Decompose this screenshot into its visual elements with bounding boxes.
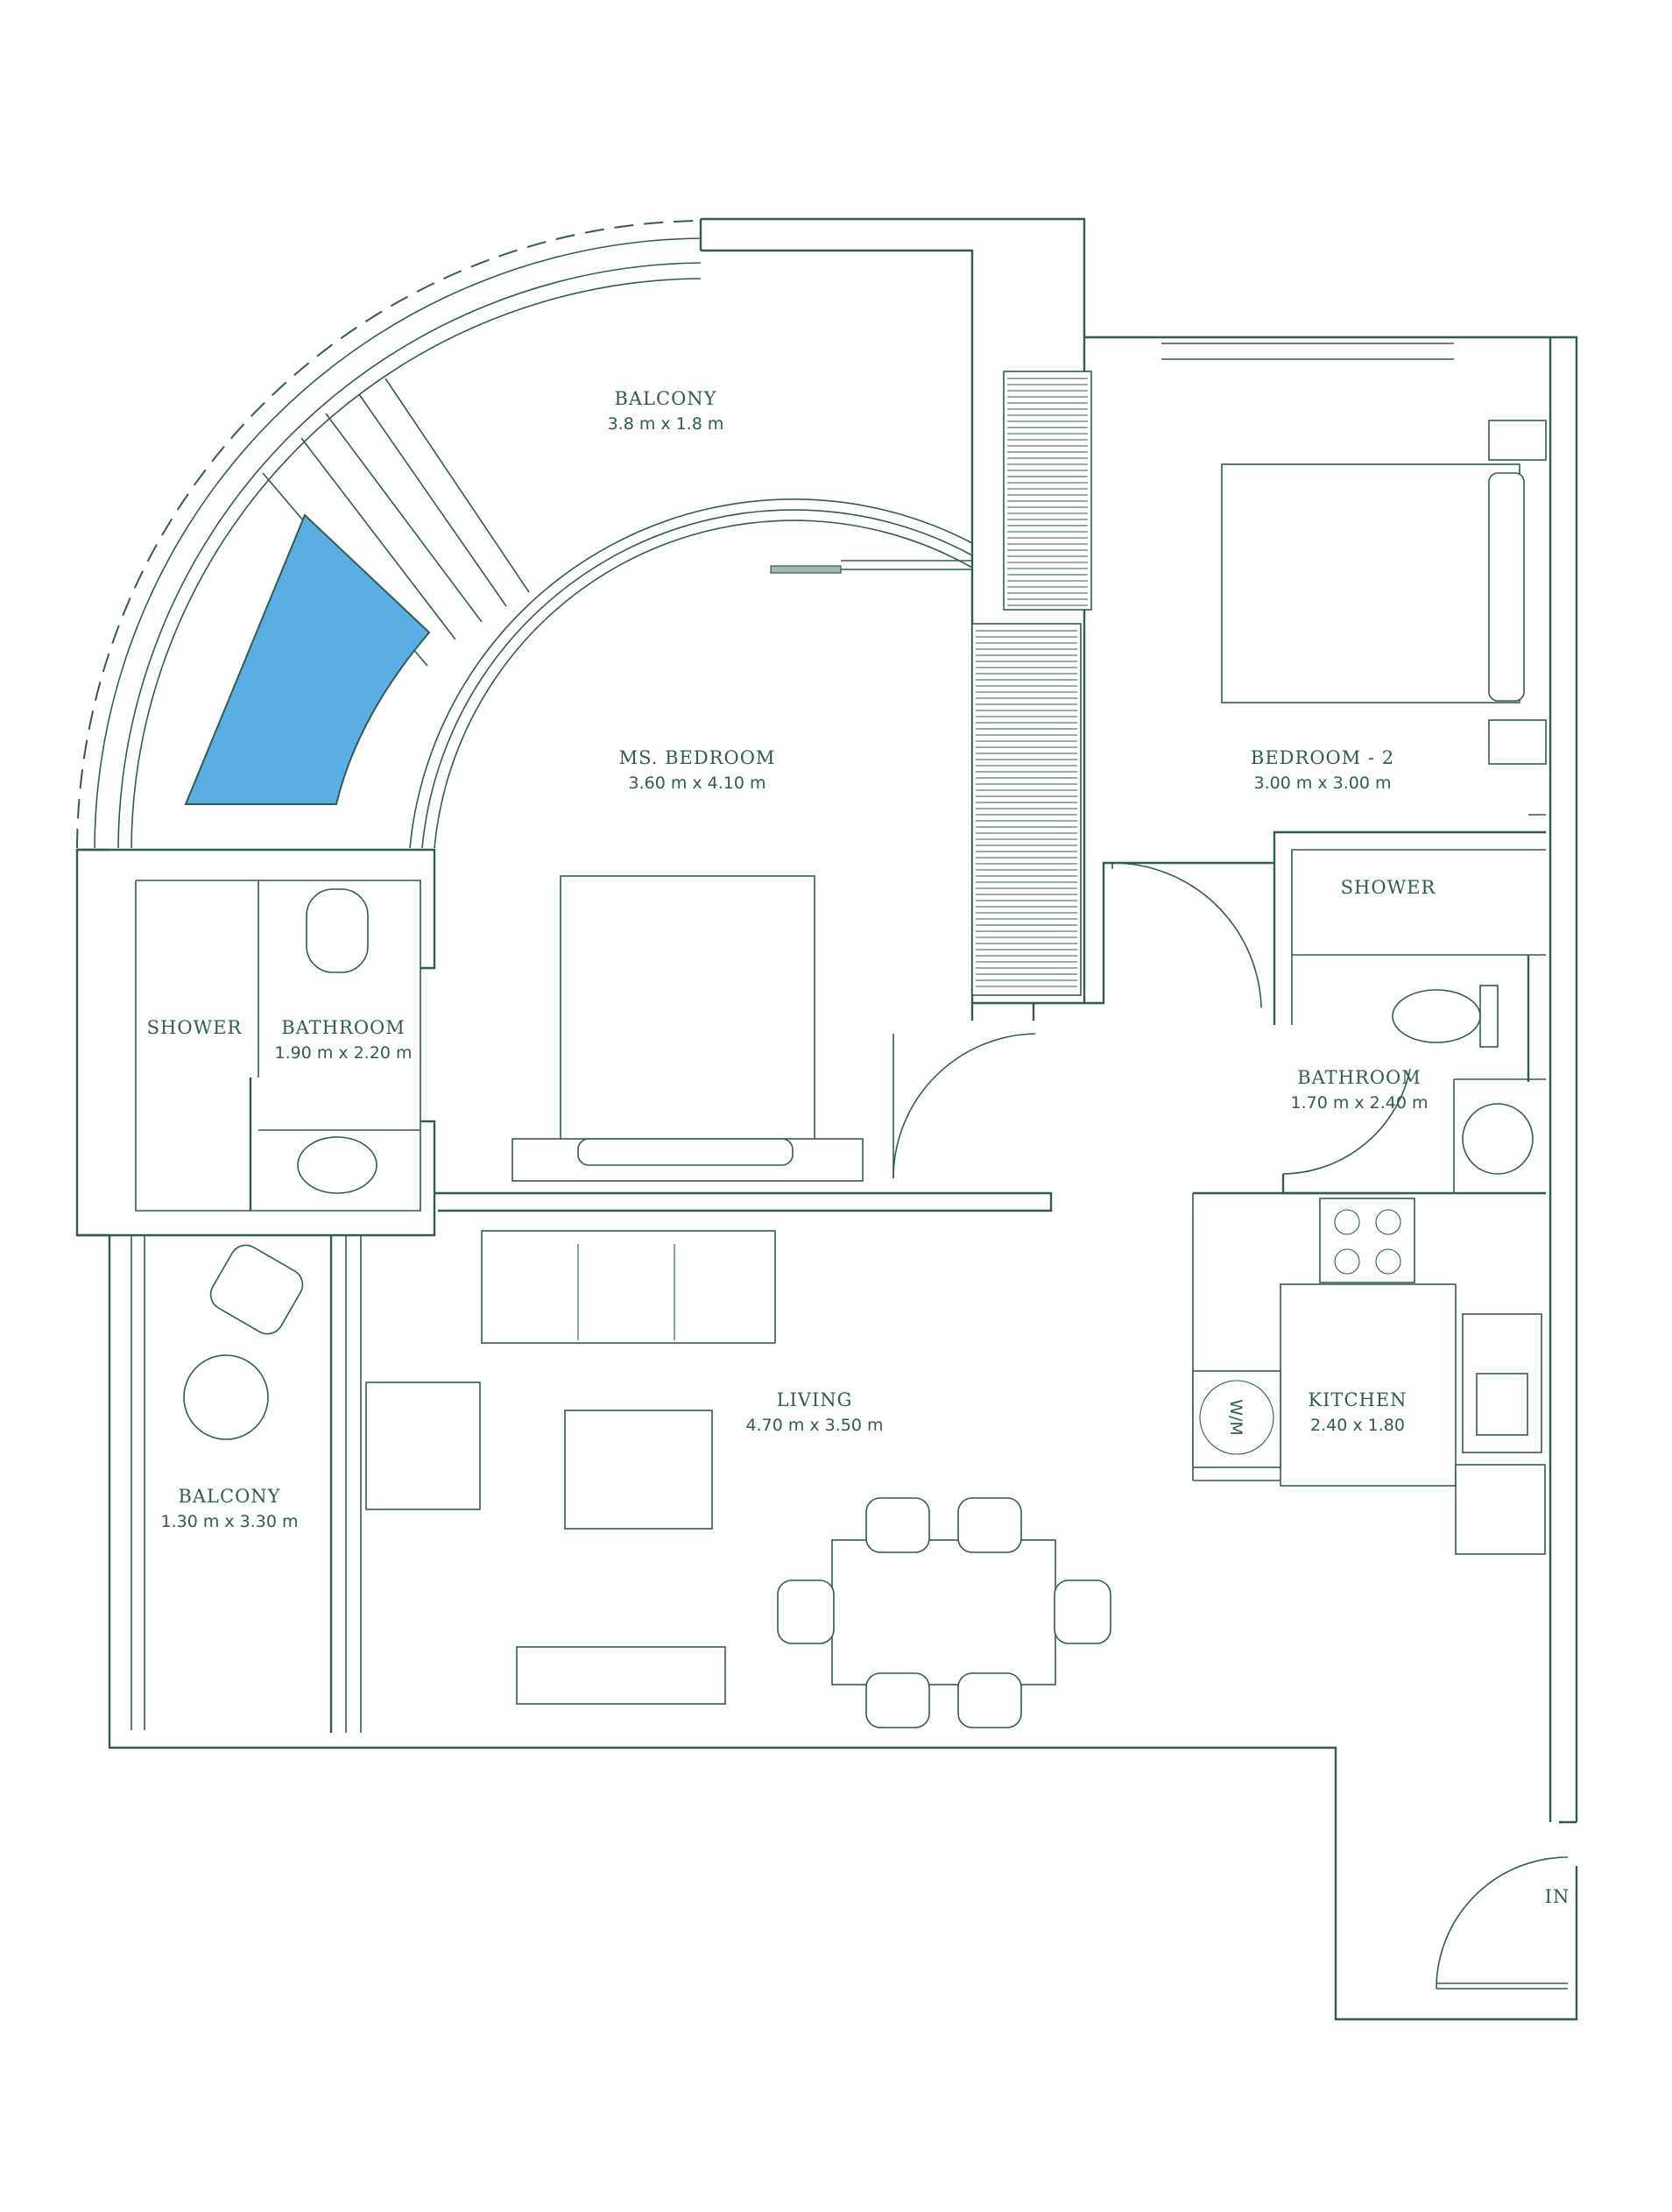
- armchair: [365, 1382, 481, 1510]
- balcony-top-dims: 3.8 m x 1.8 m: [608, 414, 724, 434]
- dining-chair: [865, 1497, 930, 1553]
- sink-right: [1462, 1103, 1534, 1175]
- dining-chair: [865, 1672, 930, 1728]
- balcony-left-dims: 1.30 m x 3.30 m: [160, 1512, 298, 1531]
- master-bed: [560, 875, 815, 1179]
- burner: [1375, 1209, 1401, 1235]
- balcony-chair: [209, 1244, 304, 1335]
- bedroom-2-bed: [1221, 463, 1520, 703]
- dining-chair: [777, 1579, 835, 1644]
- kitchen-dims: 2.40 x 1.80: [1310, 1416, 1405, 1435]
- living-dims: 4.70 m x 3.50 m: [745, 1416, 883, 1435]
- balcony-left-name: BALCONY: [178, 1486, 280, 1507]
- stove: [1319, 1198, 1415, 1283]
- kitchen-name: KITCHEN: [1308, 1389, 1407, 1410]
- wardrobes: [971, 371, 1092, 996]
- dining-chair: [1054, 1579, 1111, 1644]
- shower-left-name: SHOWER: [147, 1017, 243, 1038]
- sink-left: [297, 1136, 377, 1194]
- coffee-table: [564, 1410, 713, 1530]
- bathroom-left-name: BATHROOM: [281, 1017, 406, 1038]
- entrance-label: IN: [1545, 1886, 1570, 1907]
- balcony-top-name: BALCONY: [614, 388, 716, 409]
- bedroom-2-dims: 3.00 m x 3.00 m: [1253, 774, 1391, 793]
- doors: [420, 862, 1569, 1989]
- tv-unit: [516, 1646, 726, 1705]
- room-labels: BALCONY 3.8 m x 1.8 m MS. BEDROOM 3.60 m…: [147, 388, 1570, 1907]
- balcony-table: [183, 1354, 269, 1440]
- dining-chair: [957, 1497, 1022, 1553]
- living-name: LIVING: [777, 1389, 853, 1410]
- toilet-right: [1392, 989, 1481, 1043]
- burner: [1375, 1248, 1401, 1275]
- bathroom-left-dims: 1.90 m x 2.20 m: [274, 1043, 412, 1063]
- bathroom-right-name: BATHROOM: [1297, 1067, 1422, 1088]
- sofa: [481, 1230, 776, 1344]
- fridge: [1455, 1464, 1546, 1555]
- dining-chair: [957, 1672, 1022, 1728]
- bedroom-2-name: BEDROOM - 2: [1251, 747, 1394, 768]
- washing-machine-label: W/M: [1226, 1399, 1245, 1436]
- dining-table: [831, 1539, 1056, 1686]
- curved-balcony: [76, 220, 974, 849]
- furniture: [183, 420, 1547, 1728]
- bathroom-right-dims: 1.70 m x 2.40 m: [1290, 1093, 1428, 1113]
- master-bedroom-dims: 3.60 m x 4.10 m: [628, 774, 765, 793]
- pool: [184, 513, 431, 805]
- burner: [1334, 1209, 1360, 1235]
- shower-right-name: SHOWER: [1341, 877, 1436, 898]
- toilet-left: [306, 888, 369, 973]
- washing-machine: [1192, 1370, 1281, 1468]
- burner: [1334, 1248, 1360, 1275]
- master-bedroom-name: MS. BEDROOM: [619, 747, 776, 768]
- kitchen-counter: [1280, 1283, 1457, 1487]
